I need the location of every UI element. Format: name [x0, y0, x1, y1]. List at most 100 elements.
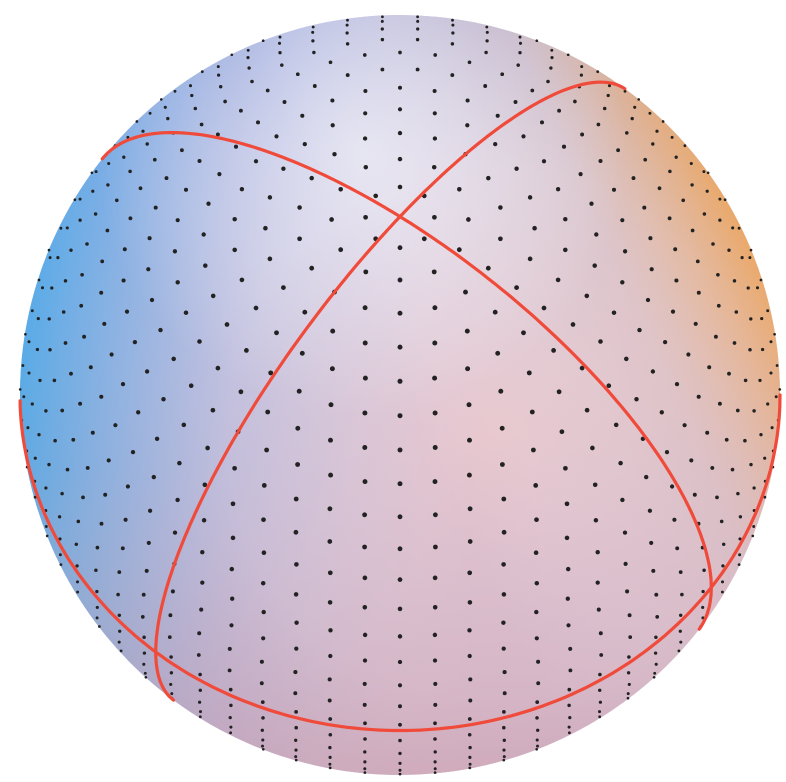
- sample-point: [716, 273, 720, 277]
- sample-point: [766, 402, 769, 405]
- sample-point: [53, 439, 57, 443]
- sample-point: [535, 636, 539, 640]
- sample-point: [655, 663, 658, 666]
- sample-point: [189, 84, 192, 87]
- sample-point: [60, 409, 64, 413]
- sample-point: [648, 112, 651, 115]
- sample-point: [416, 20, 419, 23]
- sample-point: [95, 590, 98, 593]
- sample-point: [624, 562, 628, 566]
- sample-point: [422, 236, 427, 241]
- sample-point: [246, 56, 249, 59]
- sample-point: [711, 242, 715, 246]
- sample-point: [398, 51, 402, 55]
- sample-point: [69, 249, 72, 252]
- sample-point: [199, 689, 202, 692]
- sample-point: [328, 438, 333, 443]
- sample-point: [614, 423, 619, 428]
- sample-point: [563, 466, 568, 471]
- sample-point: [467, 473, 472, 478]
- sample-point: [585, 408, 590, 413]
- sample-point: [232, 466, 237, 471]
- sample-point: [738, 227, 741, 230]
- sample-point: [136, 120, 139, 123]
- sample-point: [568, 647, 572, 651]
- sample-point: [328, 628, 332, 632]
- sample-point: [99, 291, 103, 295]
- sample-point: [103, 493, 107, 497]
- sample-point: [536, 729, 539, 732]
- sample-point: [521, 330, 526, 335]
- sample-point: [707, 365, 711, 369]
- sample-point: [266, 89, 270, 93]
- sample-point: [741, 256, 744, 259]
- sample-point: [684, 144, 687, 147]
- sample-point: [721, 580, 724, 583]
- sample-point: [330, 329, 335, 334]
- sample-point: [173, 249, 177, 253]
- sample-point: [398, 683, 402, 687]
- sample-point: [736, 409, 740, 413]
- sample-point: [568, 726, 571, 729]
- sample-point: [37, 433, 40, 436]
- sample-point: [727, 249, 730, 252]
- sample-point: [536, 660, 540, 664]
- sample-point: [184, 310, 189, 315]
- sample-point: [91, 190, 94, 193]
- sample-point: [38, 379, 41, 382]
- sample-point: [707, 171, 710, 174]
- sample-point: [363, 658, 367, 662]
- sample-point: [261, 581, 266, 586]
- sample-point: [465, 123, 469, 127]
- sample-point: [100, 259, 104, 263]
- sample-point: [683, 423, 687, 427]
- sample-point: [198, 159, 202, 163]
- sample-point: [329, 60, 333, 64]
- sample-point: [646, 298, 650, 302]
- sample-point: [177, 461, 182, 466]
- sample-point: [697, 395, 701, 399]
- sample-point: [758, 379, 761, 382]
- sample-point: [373, 194, 378, 199]
- sample-point: [82, 335, 86, 339]
- sample-point: [148, 236, 152, 240]
- sample-point: [451, 24, 454, 27]
- sample-point: [206, 202, 210, 206]
- sample-point: [329, 402, 334, 407]
- sample-point: [44, 409, 47, 412]
- sample-point: [363, 760, 366, 763]
- sample-point: [398, 311, 403, 316]
- sample-point: [763, 457, 766, 460]
- sample-point: [264, 448, 269, 453]
- sample-point: [199, 715, 202, 718]
- sample-point: [778, 388, 781, 391]
- sample-point: [500, 72, 504, 76]
- sample-point: [686, 352, 690, 356]
- sample-point: [398, 185, 403, 190]
- sample-point: [766, 309, 769, 312]
- sample-point: [398, 345, 403, 350]
- sample-point: [566, 623, 570, 627]
- sample-point: [496, 114, 500, 118]
- sample-point: [434, 771, 437, 774]
- sample-point: [154, 206, 158, 210]
- sample-point: [398, 107, 402, 111]
- sample-point: [493, 142, 497, 146]
- sample-point: [432, 305, 437, 310]
- sample-point: [60, 492, 64, 496]
- sample-point: [166, 117, 169, 120]
- sample-point: [66, 226, 69, 229]
- sample-point: [468, 60, 472, 64]
- sample-point: [169, 655, 173, 659]
- sample-point: [122, 156, 125, 159]
- sample-point: [240, 278, 245, 283]
- sample-point: [328, 699, 332, 703]
- sample-point: [500, 462, 505, 467]
- sample-point: [200, 550, 204, 554]
- sample-point: [328, 763, 331, 766]
- sample-point: [432, 215, 437, 220]
- sample-point: [328, 717, 332, 721]
- sample-point: [706, 190, 709, 193]
- sample-point: [693, 493, 697, 497]
- sample-point: [363, 703, 367, 707]
